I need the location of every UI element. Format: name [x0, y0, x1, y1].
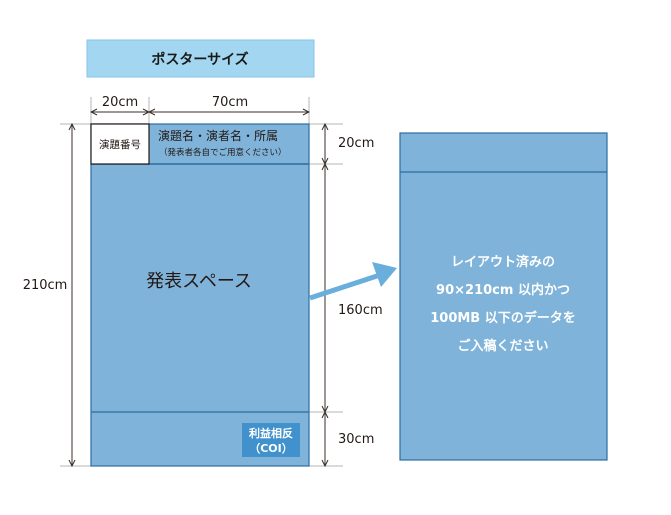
- submission-line-3: 100MB 以下のデータを: [430, 310, 576, 326]
- dim-title-width: 70cm: [212, 95, 248, 110]
- number-box: [90, 123, 150, 165]
- dim-total-height: 210cm: [23, 278, 68, 293]
- submission-line-4: ご入稿ください: [457, 338, 548, 354]
- body-label: 発表スペース: [146, 271, 252, 292]
- coi-line1: 利益相反: [249, 426, 293, 440]
- poster-layout: 演題番号 演題名・演者名・所属 （発表者各自でご用意ください） 発表スペース 利…: [90, 123, 310, 467]
- submission-line-1: レイアウト済みの: [451, 254, 555, 270]
- dim-number-width: 20cm: [102, 95, 138, 110]
- title-text: ポスターサイズ: [151, 51, 248, 68]
- coi-line2: （COI）: [249, 442, 293, 455]
- submission-line-2: 90×210cm 以内かつ: [436, 282, 570, 298]
- submission-box: レイアウト済みの 90×210cm 以内かつ 100MB 以下のデータを ご入稿…: [399, 132, 608, 461]
- number-label: 演題番号: [99, 138, 141, 151]
- dim-footer-height: 30cm: [338, 432, 374, 447]
- coi-box: [242, 423, 300, 457]
- dim-body-height: 160cm: [338, 303, 383, 318]
- title-banner: ポスターサイズ: [86, 39, 315, 78]
- arrow-icon: [309, 262, 397, 301]
- title-note: （発表者各自でご用意ください）: [159, 147, 287, 158]
- title-label: 演題名・演者名・所属: [158, 128, 278, 143]
- dimension-lines: [72, 112, 325, 466]
- dim-header-height: 20cm: [338, 136, 374, 151]
